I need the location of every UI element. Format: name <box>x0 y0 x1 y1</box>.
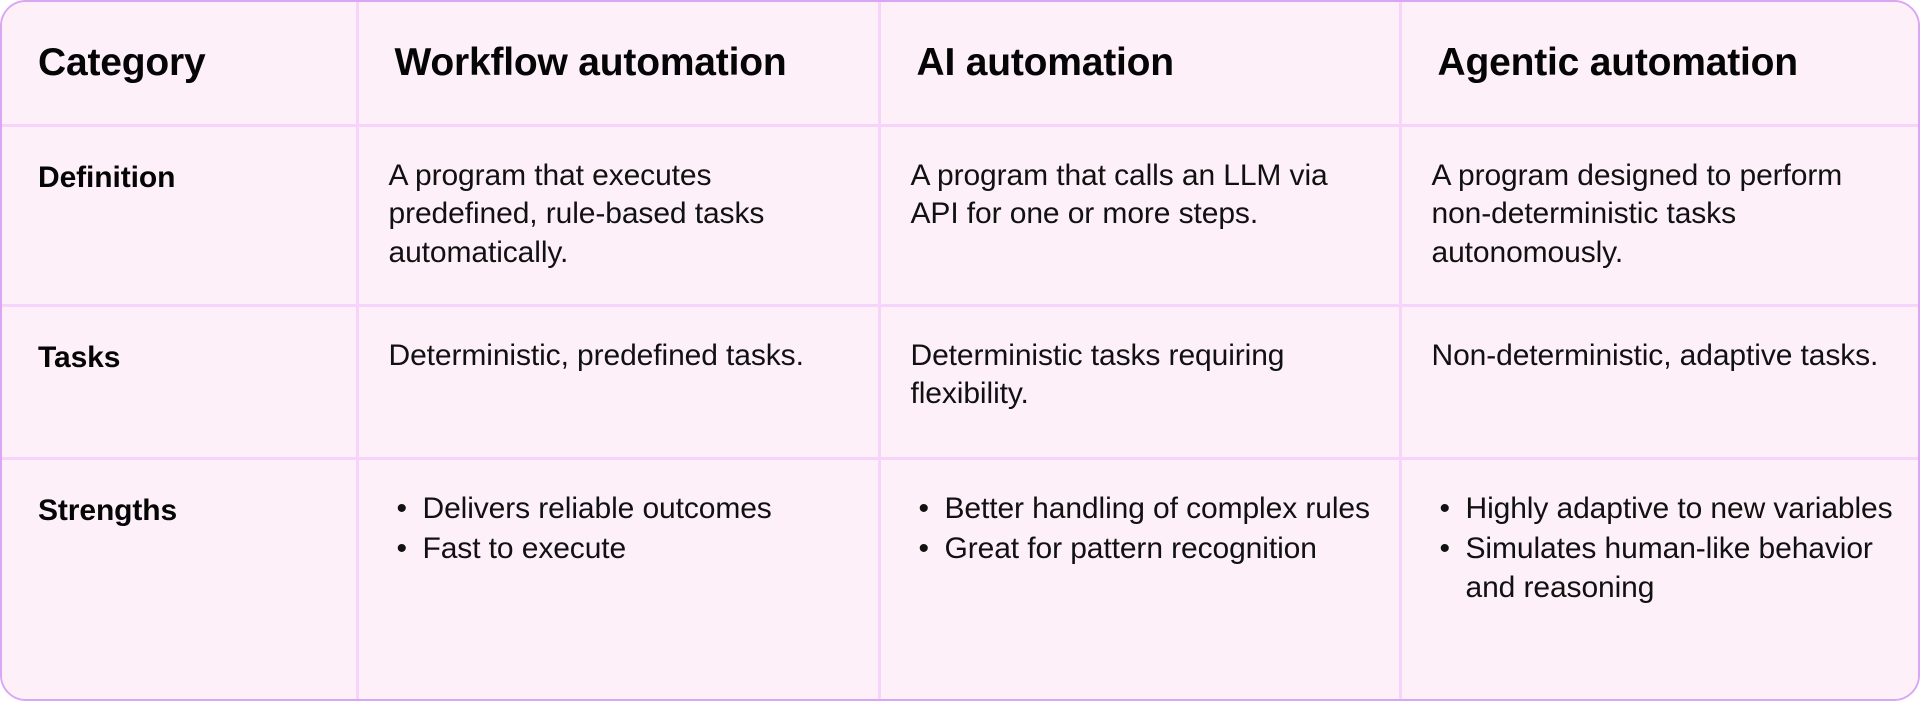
cell-strengths-ai: Better handling of complex rules Great f… <box>879 458 1402 699</box>
cell-tasks-workflow-text: Deterministic, predefined tasks. <box>388 339 804 372</box>
row-label-tasks: Tasks <box>38 341 121 374</box>
cell-definition-workflow: A program that executes predefined, rule… <box>357 125 881 307</box>
column-header-agentic-automation: Agentic automation <box>1400 2 1919 127</box>
column-header-category-inner: Category <box>2 2 356 124</box>
cell-tasks-agentic-text: Non-deterministic, adaptive tasks. <box>1431 339 1879 372</box>
column-header-workflow-automation-inner: Workflow automation <box>359 2 878 124</box>
table-row: Tasks Deterministic, predefined tasks. D… <box>2 305 1919 460</box>
bullet-list-strengths-ai: Better handling of complex rules Great f… <box>911 490 1375 569</box>
column-header-ai-automation: AI automation <box>879 2 1402 127</box>
row-label-tasks-inner: Tasks <box>2 307 356 377</box>
column-header-category-label: Category <box>38 40 206 84</box>
column-header-agentic-automation-label: Agentic automation <box>1437 40 1799 84</box>
table-header: Category Workflow automation AI automati… <box>2 2 1919 127</box>
table-header-row: Category Workflow automation AI automati… <box>2 2 1919 127</box>
row-label-cell-definition: Definition <box>2 125 359 307</box>
column-header-agentic-automation-inner: Agentic automation <box>1402 2 1919 124</box>
cell-tasks-agentic: Non-deterministic, adaptive tasks. <box>1400 305 1919 460</box>
column-header-workflow-automation-label: Workflow automation <box>394 40 787 84</box>
cell-definition-agentic-text: A program designed to perform non-determ… <box>1431 159 1843 269</box>
bullet-list-strengths-workflow: Delivers reliable outcomes Fast to execu… <box>389 490 854 569</box>
cell-tasks-workflow-inner: Deterministic, predefined tasks. <box>359 307 878 375</box>
cell-tasks-ai-text: Deterministic tasks requiring flexibilit… <box>910 339 1285 411</box>
cell-strengths-ai-inner: Better handling of complex rules Great f… <box>881 460 1399 569</box>
cell-tasks-workflow: Deterministic, predefined tasks. <box>357 305 881 460</box>
cell-definition-ai-inner: A program that calls an LLM via API for … <box>881 127 1399 234</box>
table-row: Strengths Delivers reliable outcomes Fas… <box>2 458 1919 699</box>
column-header-category: Category <box>2 2 359 127</box>
cell-definition-workflow-text: A program that executes predefined, rule… <box>388 159 765 269</box>
row-label-definition: Definition <box>38 161 176 194</box>
row-label-definition-inner: Definition <box>2 127 356 197</box>
cell-definition-agentic: A program designed to perform non-determ… <box>1400 125 1919 307</box>
cell-definition-agentic-inner: A program designed to perform non-determ… <box>1402 127 1919 272</box>
column-header-workflow-automation: Workflow automation <box>357 2 881 127</box>
cell-strengths-agentic: Highly adaptive to new variables Simulat… <box>1400 458 1919 699</box>
column-header-ai-automation-label: AI automation <box>916 40 1175 84</box>
cell-strengths-workflow-inner: Delivers reliable outcomes Fast to execu… <box>359 460 878 569</box>
row-label-strengths-inner: Strengths <box>2 460 356 530</box>
row-label-cell-tasks: Tasks <box>2 305 359 460</box>
cell-definition-ai-text: A program that calls an LLM via API for … <box>910 159 1328 231</box>
bullet-list-strengths-agentic: Highly adaptive to new variables Simulat… <box>1432 490 1899 607</box>
list-item: Simulates human-like behavior and reason… <box>1440 530 1899 607</box>
cell-definition-ai: A program that calls an LLM via API for … <box>879 125 1402 307</box>
cell-strengths-agentic-inner: Highly adaptive to new variables Simulat… <box>1402 460 1919 607</box>
cell-strengths-workflow: Delivers reliable outcomes Fast to execu… <box>357 458 881 699</box>
cell-tasks-ai: Deterministic tasks requiring flexibilit… <box>879 305 1402 460</box>
cell-tasks-agentic-inner: Non-deterministic, adaptive tasks. <box>1402 307 1919 375</box>
cell-definition-workflow-inner: A program that executes predefined, rule… <box>359 127 878 272</box>
row-label-strengths: Strengths <box>38 494 178 527</box>
table-row: Definition A program that executes prede… <box>2 125 1919 307</box>
list-item: Better handling of complex rules <box>919 490 1375 529</box>
list-item: Fast to execute <box>397 530 854 569</box>
column-header-ai-automation-inner: AI automation <box>881 2 1399 124</box>
row-label-cell-strengths: Strengths <box>2 458 359 699</box>
list-item: Highly adaptive to new variables <box>1440 490 1899 529</box>
cell-tasks-ai-inner: Deterministic tasks requiring flexibilit… <box>881 307 1399 414</box>
list-item: Great for pattern recognition <box>919 530 1375 569</box>
table-body: Definition A program that executes prede… <box>2 125 1919 699</box>
list-item: Delivers reliable outcomes <box>397 490 854 529</box>
